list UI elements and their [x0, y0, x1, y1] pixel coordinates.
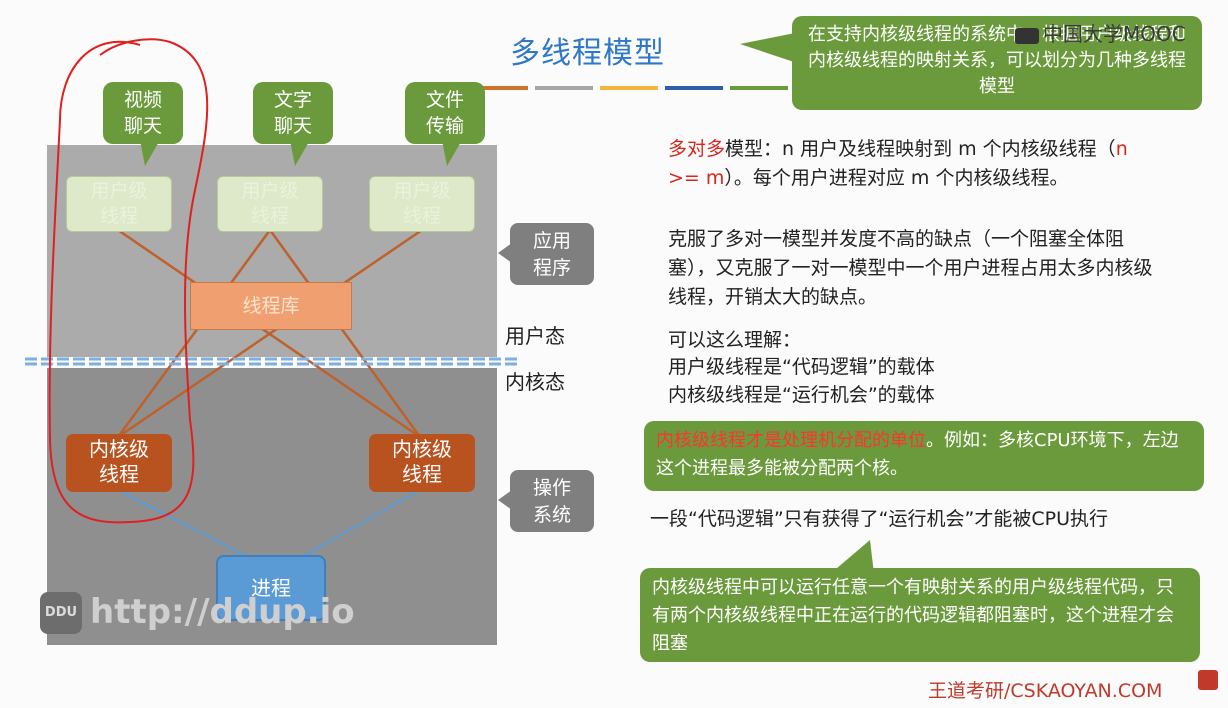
- callout-pointer: [740, 32, 800, 64]
- many-to-many-description: 多对多模型：n 用户及线程映射到 m 个内核级线程（n >= m）。每个用户进程…: [668, 135, 1158, 193]
- kernel-thread-2: 内核级 线程: [369, 434, 475, 492]
- application-label: 应用 程序: [510, 223, 594, 285]
- user-mode-label: 用户态: [505, 324, 565, 348]
- deco-bar-orange: [470, 86, 528, 90]
- bubble-text-chat: 文字 聊天: [253, 82, 333, 144]
- footer-brand: 王道考研/CSKAOYAN.COM: [928, 680, 1163, 702]
- bubble-tail: [140, 140, 160, 166]
- bubble-file-transfer: 文件 传输: [405, 82, 485, 144]
- mooc-logo-text: 中国大学MOOC: [1043, 22, 1186, 46]
- user-thread-2: 用户级 线程: [217, 176, 323, 232]
- green-note-2: 内核级线程中可以运行任意一个有映射关系的用户级线程代码，只有两个内核级线程中正在…: [640, 568, 1200, 662]
- model-name: 多对多: [668, 138, 726, 160]
- bubble-tail: [290, 140, 310, 166]
- os-label-pointer: [498, 490, 512, 510]
- watermark-badge: DDU: [40, 592, 82, 634]
- user-thread-1: 用户级 线程: [66, 176, 172, 232]
- desc-part: 模型：n 用户及线程映射到 m 个内核级线程（: [725, 138, 1116, 160]
- green-note-1-highlight: 内核级线程才是处理机分配的单位: [656, 430, 926, 451]
- deco-bar-yellow: [600, 86, 658, 90]
- bubble-video-chat: 视频 聊天: [103, 82, 183, 144]
- green-note-1: 内核级线程才是处理机分配的单位。例如：多核CPU环境下，左边这个进程最多能被分配…: [644, 421, 1204, 491]
- top-callout: 在支持内核级线程的系统中，根据用户级线程和内核级线程的映射关系，可以划分为几种多…: [792, 16, 1202, 110]
- deco-bar-gray: [535, 86, 593, 90]
- deco-bar-green: [730, 86, 788, 90]
- mooc-icon: [1015, 27, 1039, 44]
- brand-icon: [1198, 670, 1218, 690]
- green-note-1-text: 。例如：多核CPU环境下，左边这个进程最多能被分配两个核。: [656, 430, 1179, 479]
- process-box: 进程: [216, 555, 326, 621]
- desc-part: ）。每个用户进程对应 m 个内核级线程。: [724, 167, 1069, 189]
- green-note-2-pointer: [830, 540, 874, 574]
- app-label-pointer: [498, 243, 512, 263]
- thread-library: 线程库: [190, 282, 352, 330]
- understanding-line-1: 可以这么理解：: [668, 329, 802, 351]
- kernel-thread-1: 内核级 线程: [66, 434, 172, 492]
- advantages-paragraph: 克服了多对一模型并发度不高的缺点（一个阻塞全体阻塞），又克服了一对一模型中一个用…: [668, 228, 1153, 308]
- understanding-line-2: 用户级线程是“代码逻辑”的载体: [668, 356, 935, 378]
- code-logic-paragraph: 一段“代码逻辑”只有获得了“运行机会”才能被CPU执行: [650, 508, 1109, 530]
- os-label: 操作 系统: [510, 470, 594, 532]
- mooc-logo: 中国大学MOOC: [1015, 18, 1186, 47]
- user-thread-3: 用户级 线程: [369, 176, 475, 232]
- bubble-tail: [442, 140, 462, 166]
- slide-title: 多线程模型: [510, 36, 665, 71]
- n-ge-m: n >= m: [668, 138, 1128, 189]
- deco-bar-blue: [665, 86, 723, 90]
- watermark-url: http://ddup.io: [90, 592, 355, 632]
- kernel-mode-label: 内核态: [505, 370, 565, 394]
- understanding-line-3: 内核级线程是“运行机会”的载体: [668, 384, 935, 406]
